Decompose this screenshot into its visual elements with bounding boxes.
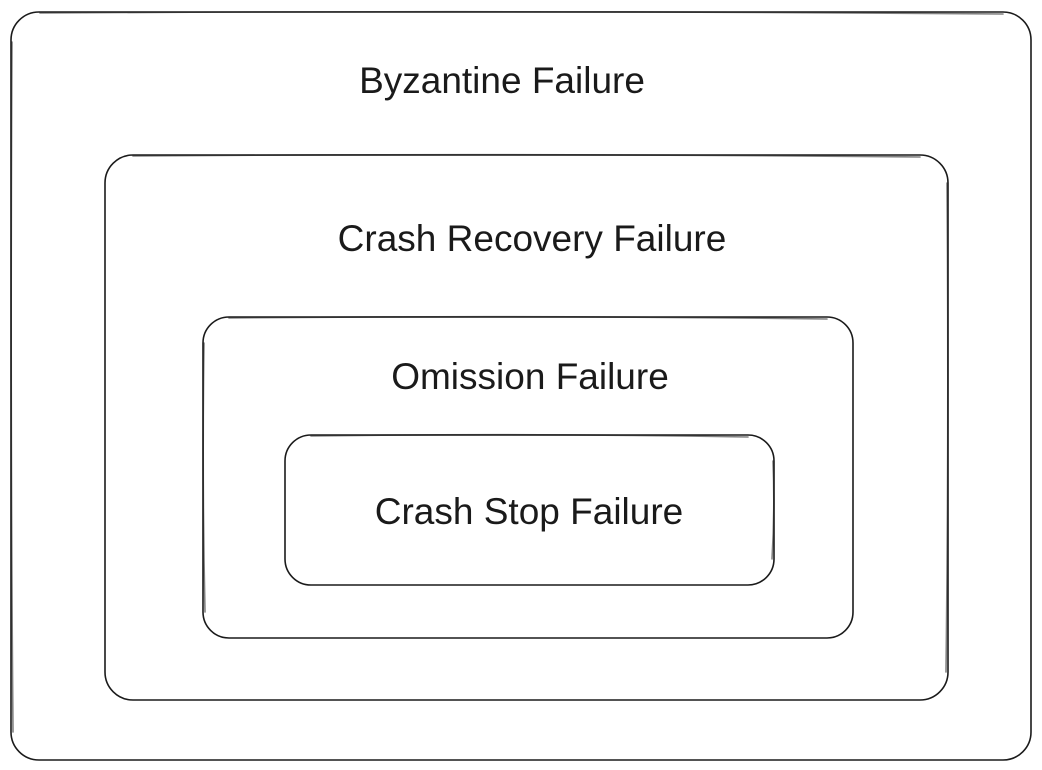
- omission-box: [202, 315, 854, 639]
- byzantine-failure-label: Byzantine Failure: [359, 60, 645, 101]
- crash-recovery-box: [104, 153, 949, 701]
- crash-stop-box: [284, 433, 775, 586]
- crash-recovery-failure-label: Crash Recovery Failure: [337, 218, 727, 259]
- byzantine-box: [10, 10, 1032, 761]
- crash-stop-failure-label: Crash Stop Failure: [374, 491, 684, 532]
- omission-failure-label: Omission Failure: [391, 356, 669, 397]
